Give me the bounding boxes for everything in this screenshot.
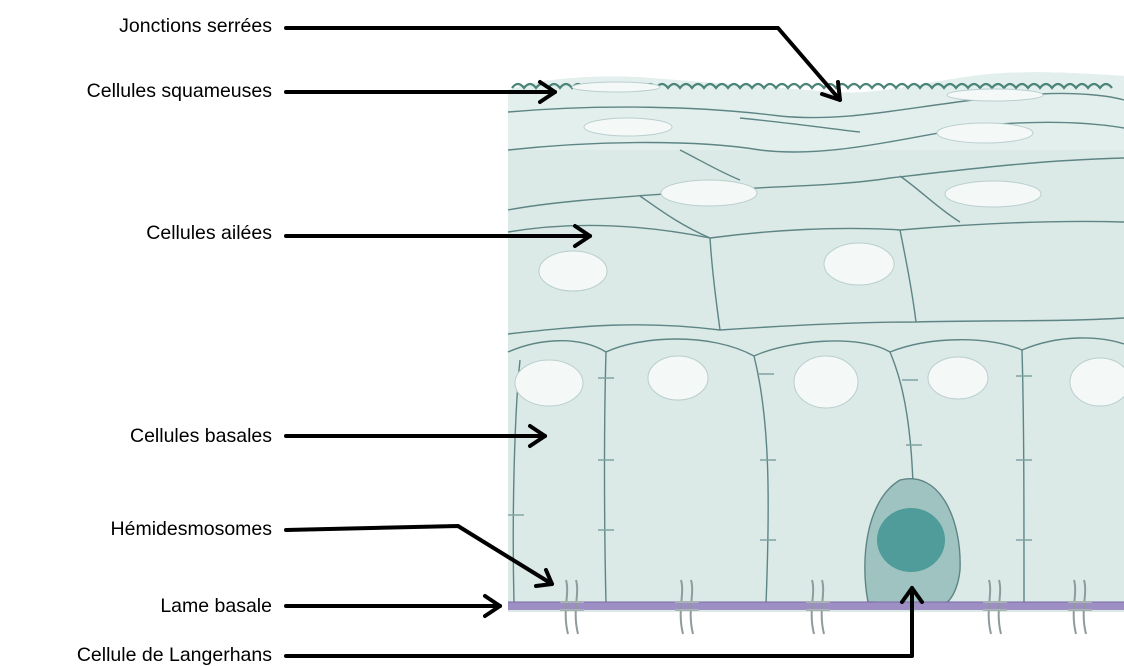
label-langerhans-cell: Cellule de Langerhans <box>77 644 272 666</box>
label-wing-cells: Cellules ailées <box>146 222 272 244</box>
basal-lamina <box>508 602 1124 610</box>
label-squamous-cells: Cellules squameuses <box>87 80 272 102</box>
label-basal-lamina: Lame basale <box>160 595 272 617</box>
label-hemidesmosomes: Hémidesmosomes <box>111 518 272 540</box>
arrow-basal-cells <box>286 426 545 446</box>
label-basal-cells: Cellules basales <box>130 425 272 447</box>
arrow-basal-lamina <box>286 596 500 616</box>
label-tight-junctions: Jonctions serrées <box>119 15 272 37</box>
